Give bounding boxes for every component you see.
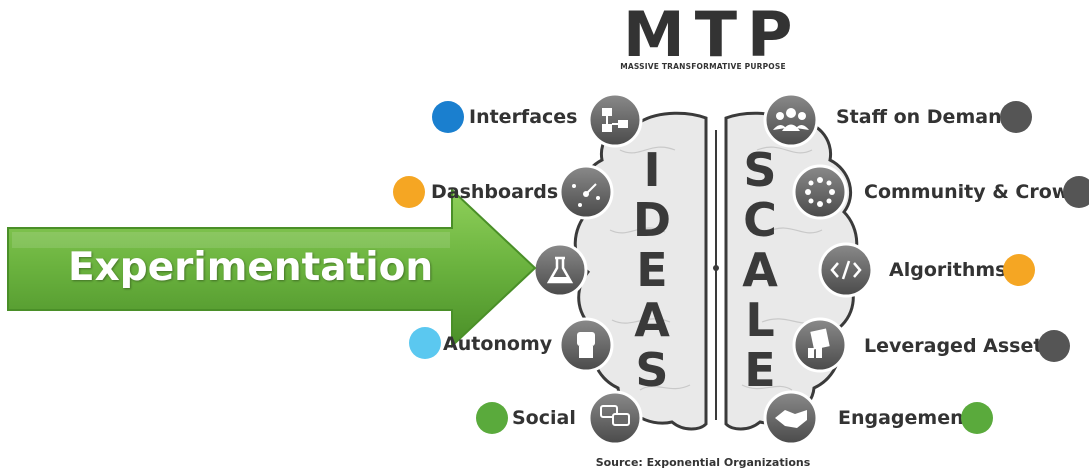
arrow-label: Experimentation [68,245,434,290]
chat-bubbles-icon [600,405,630,426]
staff-color-dot [1000,101,1032,133]
community-icon-circle [792,164,848,220]
experimentation-icon-circle [532,242,588,298]
interfaces-icon-circle [587,92,643,148]
label-staff-on-demand: Staff on Demand [836,106,1016,128]
ideas-letter: E [636,243,667,297]
scale-letter: E [744,343,775,397]
flask-icon [546,256,574,284]
rental-sign-icon [808,328,830,358]
social-icon-circle [587,390,643,446]
scale-letter: A [742,243,778,297]
brain-vein-lines [609,146,823,391]
scale-letter: C [743,193,777,247]
diagram-title: MTP [623,0,803,71]
dashboard-gauge-icon [572,183,600,207]
algorithms-icon-circle [818,242,874,298]
experimentation-arrow [7,187,537,349]
code-brackets-icon [830,260,862,280]
label-algorithms: Algorithms [889,259,1007,281]
label-autonomy: Autonomy [443,333,553,355]
ideas-letter: A [634,293,670,347]
staff-icon-circle [763,92,819,148]
ideas-letter: I [643,143,660,197]
scale-word: S C A L E [742,143,778,397]
handshake-icon [775,410,807,428]
engagement-icon-circle [763,390,819,446]
dashboards-icon-circle [558,164,614,220]
label-interfaces: Interfaces [469,106,578,128]
raised-fist-icon [577,332,595,358]
label-dashboards: Dashboards [431,181,559,203]
label-engagement: Engagement [838,407,973,429]
scale-letter: L [745,293,774,347]
community-color-dot [1063,176,1089,208]
flowchart-icon [602,108,628,132]
engagement-color-dot [961,402,993,434]
social-color-dot [476,402,508,434]
scale-letter: S [743,143,776,197]
label-leveraged-assets: Leveraged Assets [864,335,1054,357]
label-social: Social [512,407,576,429]
label-community-crowd: Community & Crowd [864,181,1083,203]
leveraged-color-dot [1038,330,1070,362]
ideas-word: I D E A S [633,143,671,397]
people-group-icon [773,108,809,131]
source-caption: Source: Exponential Organizations [595,456,811,469]
autonomy-icon-circle [558,317,614,373]
ideas-letter: S [635,343,668,397]
ideas-letter: D [633,193,671,247]
leveraged-icon-circle [792,317,848,373]
dashboards-color-dot [393,176,425,208]
interfaces-color-dot [432,101,464,133]
algorithms-color-dot [1003,254,1035,286]
autonomy-color-dot [409,327,441,359]
crowd-circle-icon [805,177,835,207]
diagram-subtitle: MASSIVE TRANSFORMATIVE PURPOSE [620,62,786,71]
